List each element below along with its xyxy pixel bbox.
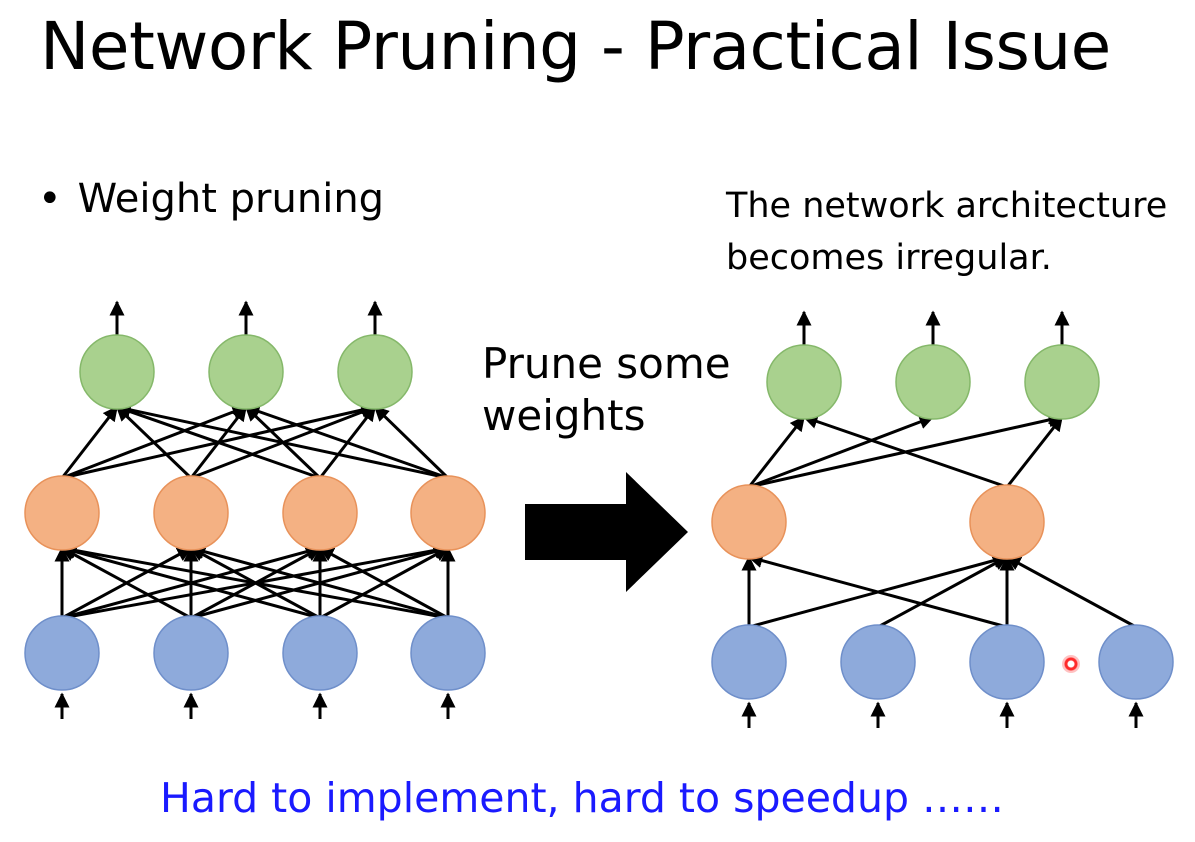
note-line-1: The network architecture [726, 186, 1168, 226]
full-input-node [153, 615, 229, 691]
full-input-node [24, 615, 100, 691]
full-hidden-node [282, 475, 358, 551]
full-input-node [410, 615, 486, 691]
full-edge-hidden-output [115, 404, 321, 480]
bullet-marker: • [38, 176, 62, 222]
bullet-text: Weight pruning [77, 176, 385, 222]
pruned-edge-input-hidden [747, 553, 1008, 629]
full-edge-hidden-output [60, 405, 119, 479]
full-edge-input-hidden [60, 544, 321, 620]
pruned-input-node [711, 624, 787, 700]
prune-arrow-label: Prune some weights [482, 338, 731, 442]
full-edge-input-hidden [189, 544, 449, 620]
note-line-2: becomes irregular. [726, 238, 1052, 278]
slide-title: Network Pruning - Practical Issue [40, 8, 1111, 85]
full-output-node [208, 334, 284, 410]
full-edge-input-hidden [60, 546, 192, 620]
full-output-node [337, 334, 413, 410]
pruned-hidden-node [711, 484, 787, 560]
pruned-edge-hidden-output [802, 414, 1008, 489]
pruned-input-node [1098, 624, 1174, 700]
pruned-network-diagram [711, 310, 1174, 728]
irregular-architecture-note: The network architecture becomes irregul… [726, 180, 1167, 284]
pruned-edge-input-hidden [877, 555, 1009, 629]
full-hidden-node [410, 475, 486, 551]
arrow-label-line-1: Prune some [482, 339, 731, 388]
pruned-input-node [840, 624, 916, 700]
pruned-edge-hidden-output [1005, 415, 1064, 488]
full-edge-hidden-output [373, 405, 450, 480]
pruned-output-node [1024, 344, 1100, 420]
full-edge-hidden-output [115, 405, 193, 480]
full-network-diagram [24, 300, 486, 719]
pruned-output-node [766, 344, 842, 420]
full-hidden-node [153, 475, 229, 551]
full-hidden-node [24, 475, 100, 551]
footer-note: Hard to implement, hard to speedup …… [160, 774, 1005, 822]
pruned-edge-hidden-output [748, 414, 935, 489]
full-edge-hidden-output [244, 404, 449, 480]
full-input-node [282, 615, 358, 691]
full-edge-input-hidden [318, 546, 449, 620]
laser-pointer-icon [1062, 655, 1080, 673]
full-edge-input-hidden [60, 543, 449, 620]
full-output-node [79, 334, 155, 410]
pruned-edge-input-hidden [1005, 555, 1137, 629]
pruned-output-node [895, 344, 971, 420]
full-edge-hidden-output [115, 402, 449, 480]
arrow-label-line-2: weights [482, 391, 646, 440]
prune-arrow-icon [525, 472, 688, 592]
pruned-edge-hidden-output [747, 415, 806, 488]
pruned-input-node [969, 624, 1045, 700]
pruned-hidden-node [969, 484, 1045, 560]
bullet-weight-pruning: • Weight pruning [38, 176, 384, 222]
